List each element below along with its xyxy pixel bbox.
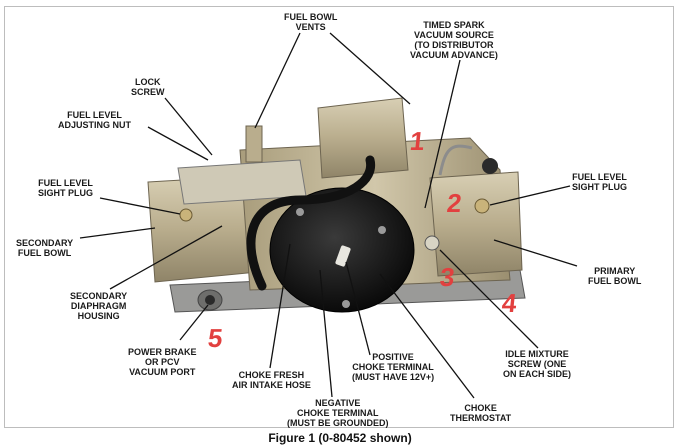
label-sight-plug-right: FUEL LEVEL SIGHT PLUG <box>572 172 628 192</box>
label-choke-fresh-air: CHOKE FRESH AIR INTAKE HOSE <box>232 370 311 390</box>
label-choke-thermostat: CHOKE THERMOSTAT <box>450 403 512 423</box>
label-fuel-bowl-vents: FUEL BOWL VENTS <box>284 12 338 32</box>
positive-terminal <box>335 245 351 267</box>
figure-caption: Figure 1 (0-80452 shown) <box>268 431 412 445</box>
sight-plug-right <box>474 198 490 214</box>
choke-air-hose <box>246 155 376 291</box>
label-negative-choke: NEGATIVE CHOKE TERMINAL (MUST BE GROUNDE… <box>287 398 389 428</box>
sight-plug-left <box>179 208 193 222</box>
label-sight-plug-left: FUEL LEVEL SIGHT PLUG <box>38 178 94 198</box>
vacuum-line <box>438 144 473 176</box>
primary-fuel-bowl <box>424 171 523 277</box>
label-fuel-level-adjusting-nut: FUEL LEVEL ADJUSTING NUT <box>58 110 132 130</box>
leader-lines <box>79 32 578 399</box>
figure-frame <box>4 6 674 428</box>
idle-mixture-screw <box>424 235 440 251</box>
label-power-brake: POWER BRAKE OR PCV VACUUM PORT <box>128 347 197 377</box>
label-primary-fuel-bowl: PRIMARY FUEL BOWL <box>588 266 642 286</box>
vent-tower <box>245 97 409 179</box>
choke-thermostat-cap <box>269 187 415 313</box>
label-secondary-fuel-bowl: SECONDARY FUEL BOWL <box>16 238 74 258</box>
label-timed-spark: TIMED SPARK VACUUM SOURCE (TO DISTRIBUTO… <box>410 20 498 60</box>
label-positive-choke: POSITIVE CHOKE TERMINAL (MUST HAVE 12V+) <box>352 352 435 382</box>
label-idle-mixture: IDLE MIXTURE SCREW (ONE ON EACH SIDE) <box>503 349 572 379</box>
label-lock-screw: LOCK SCREW <box>131 77 165 97</box>
label-secondary-diaphragm: SECONDARY DIAPHRAGM HOUSING <box>70 291 128 321</box>
